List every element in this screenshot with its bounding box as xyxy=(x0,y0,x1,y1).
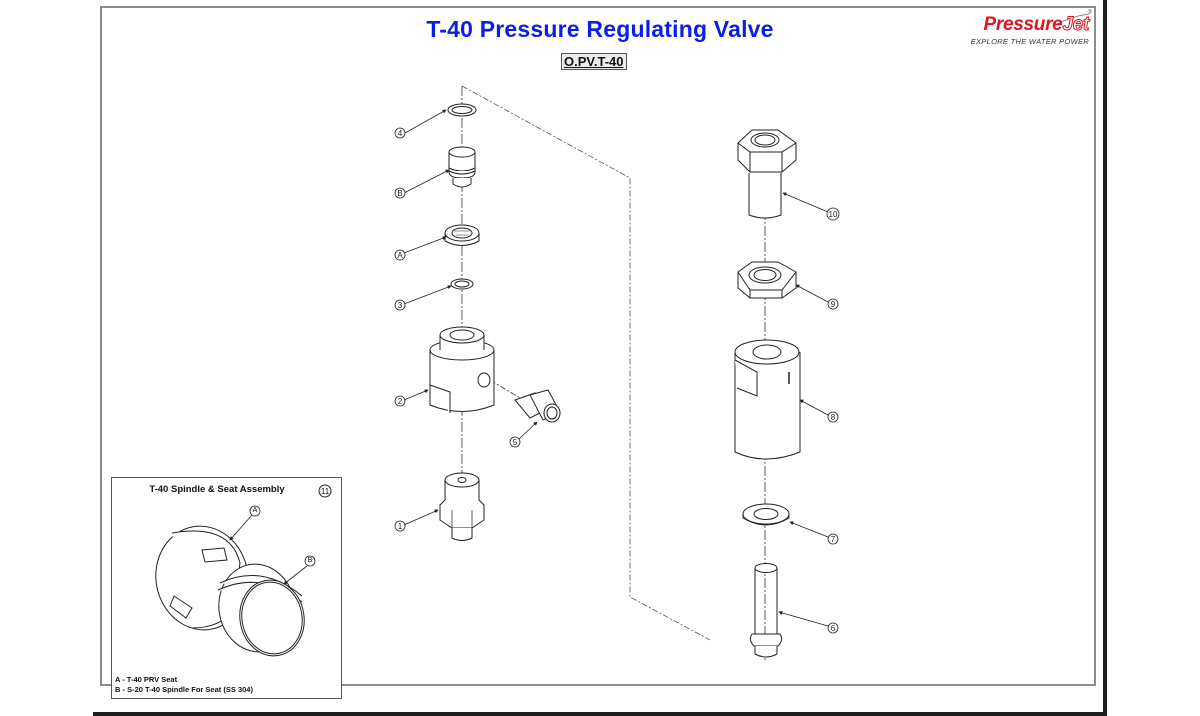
logo-swoosh-icon xyxy=(1056,13,1090,25)
inset-drawing xyxy=(155,484,332,657)
leader-2 xyxy=(403,389,429,401)
callout-washer: 7 xyxy=(827,533,839,545)
part-hex-nut xyxy=(737,261,797,299)
callout-bubble xyxy=(827,411,839,423)
inset-callout-b: B xyxy=(307,557,313,564)
callout-bubble xyxy=(826,207,840,221)
callout-o-ring-lower: 3 xyxy=(394,299,406,311)
part-inlet-fitting xyxy=(439,472,485,541)
drawing-code: O.PV.T-40 xyxy=(561,53,627,70)
part-washer xyxy=(742,503,790,526)
callout-inlet-fitting: 1 xyxy=(394,520,406,532)
leader-7 xyxy=(789,521,829,538)
callout-bubble xyxy=(394,299,406,311)
part-cylinder-housing xyxy=(734,339,801,460)
leader-B xyxy=(403,169,450,194)
drawing-sheet-border xyxy=(100,6,1096,686)
callout-bubble xyxy=(827,298,839,310)
leader-6 xyxy=(778,610,829,627)
leader-10 xyxy=(782,192,829,213)
part-seat xyxy=(444,224,480,246)
legend-item-a: A - T-40 PRV Seat xyxy=(115,675,178,684)
leader-1 xyxy=(403,509,439,526)
drawing-title: T-40 Pressure Regulating Valve xyxy=(426,16,774,42)
leader-3 xyxy=(403,285,452,305)
callout-bubble xyxy=(827,533,839,545)
callout-hex-nut: 9 xyxy=(827,298,839,310)
part-hex-cap-bolt xyxy=(737,129,797,219)
callout-bubble xyxy=(394,249,406,261)
logo-tagline: EXPLORE THE WATER POWER xyxy=(970,37,1089,46)
part-piston-rod xyxy=(749,563,783,658)
callout-bubble xyxy=(509,436,521,448)
callout-valve-body: 2 xyxy=(394,395,406,407)
inset-leader-A xyxy=(229,514,253,541)
callout-bubble xyxy=(394,520,406,532)
inset-title: T-40 Spindle & Seat Assembly xyxy=(149,484,285,495)
part-side-fitting xyxy=(514,389,561,423)
callout-label: 8 xyxy=(831,413,836,422)
part-valve-body xyxy=(429,326,495,413)
part-o-ring-upper xyxy=(447,103,477,117)
side-axis-line xyxy=(489,379,521,399)
part-spindle xyxy=(448,146,476,188)
callout-label: 6 xyxy=(831,624,836,633)
page-edge-bottom xyxy=(93,712,1107,716)
legend-item-b: B - S-20 T-40 Spindle For Seat (SS 304) xyxy=(115,685,253,694)
callout-label: 10 xyxy=(829,210,838,219)
logo-wordmark: PressureJet xyxy=(984,14,1090,36)
callout-hex-cap-bolt: 10 xyxy=(826,207,840,221)
leader-4 xyxy=(404,109,447,134)
page-edge-right xyxy=(1103,0,1107,716)
callout-seat: A xyxy=(394,249,406,261)
inset-leader-B xyxy=(283,565,308,585)
callout-piston-rod: 6 xyxy=(827,622,839,634)
leader-8 xyxy=(799,399,829,416)
callout-spindle: B xyxy=(394,187,406,199)
callout-o-ring-upper: 4 xyxy=(394,127,406,139)
callout-bubble xyxy=(394,395,406,407)
callout-bubble xyxy=(394,127,406,139)
inset-callout-a: A xyxy=(252,507,258,514)
logo-brand-main: Pressure xyxy=(983,14,1063,35)
leader-9 xyxy=(795,284,829,303)
logo-brand-accent: Jet xyxy=(1062,14,1090,36)
callout-bubble xyxy=(827,622,839,634)
inset-callout-number: 11 xyxy=(320,487,330,496)
callout-label: 9 xyxy=(831,300,836,309)
callout-cylinder-housing: 8 xyxy=(827,411,839,423)
leader-5 xyxy=(517,421,538,441)
callout-label: 2 xyxy=(398,397,403,406)
callout-bubble xyxy=(394,187,406,199)
callout-label: B xyxy=(397,189,402,198)
callout-side-fitting: 5 xyxy=(509,436,521,448)
inset-spindle-seat-assembly: T-40 Spindle & Seat Assembly 11 xyxy=(111,477,342,699)
assembly-path-line xyxy=(461,85,711,641)
callout-label: 3 xyxy=(398,301,403,310)
brand-logo: ® PressureJet EXPLORE THE WATER POWER xyxy=(965,10,1095,50)
inset-legend: A - T-40 PRV Seat B - S-20 T-40 Spindle … xyxy=(115,675,253,695)
callout-label: 4 xyxy=(398,129,403,138)
callout-label: 5 xyxy=(513,438,518,447)
part-o-ring-lower xyxy=(450,278,474,290)
callout-label: 7 xyxy=(831,535,836,544)
callout-label: 1 xyxy=(398,522,403,531)
callout-label: A xyxy=(397,251,403,260)
leader-A xyxy=(403,236,447,254)
logo-registered-mark: ® xyxy=(1087,10,1092,16)
